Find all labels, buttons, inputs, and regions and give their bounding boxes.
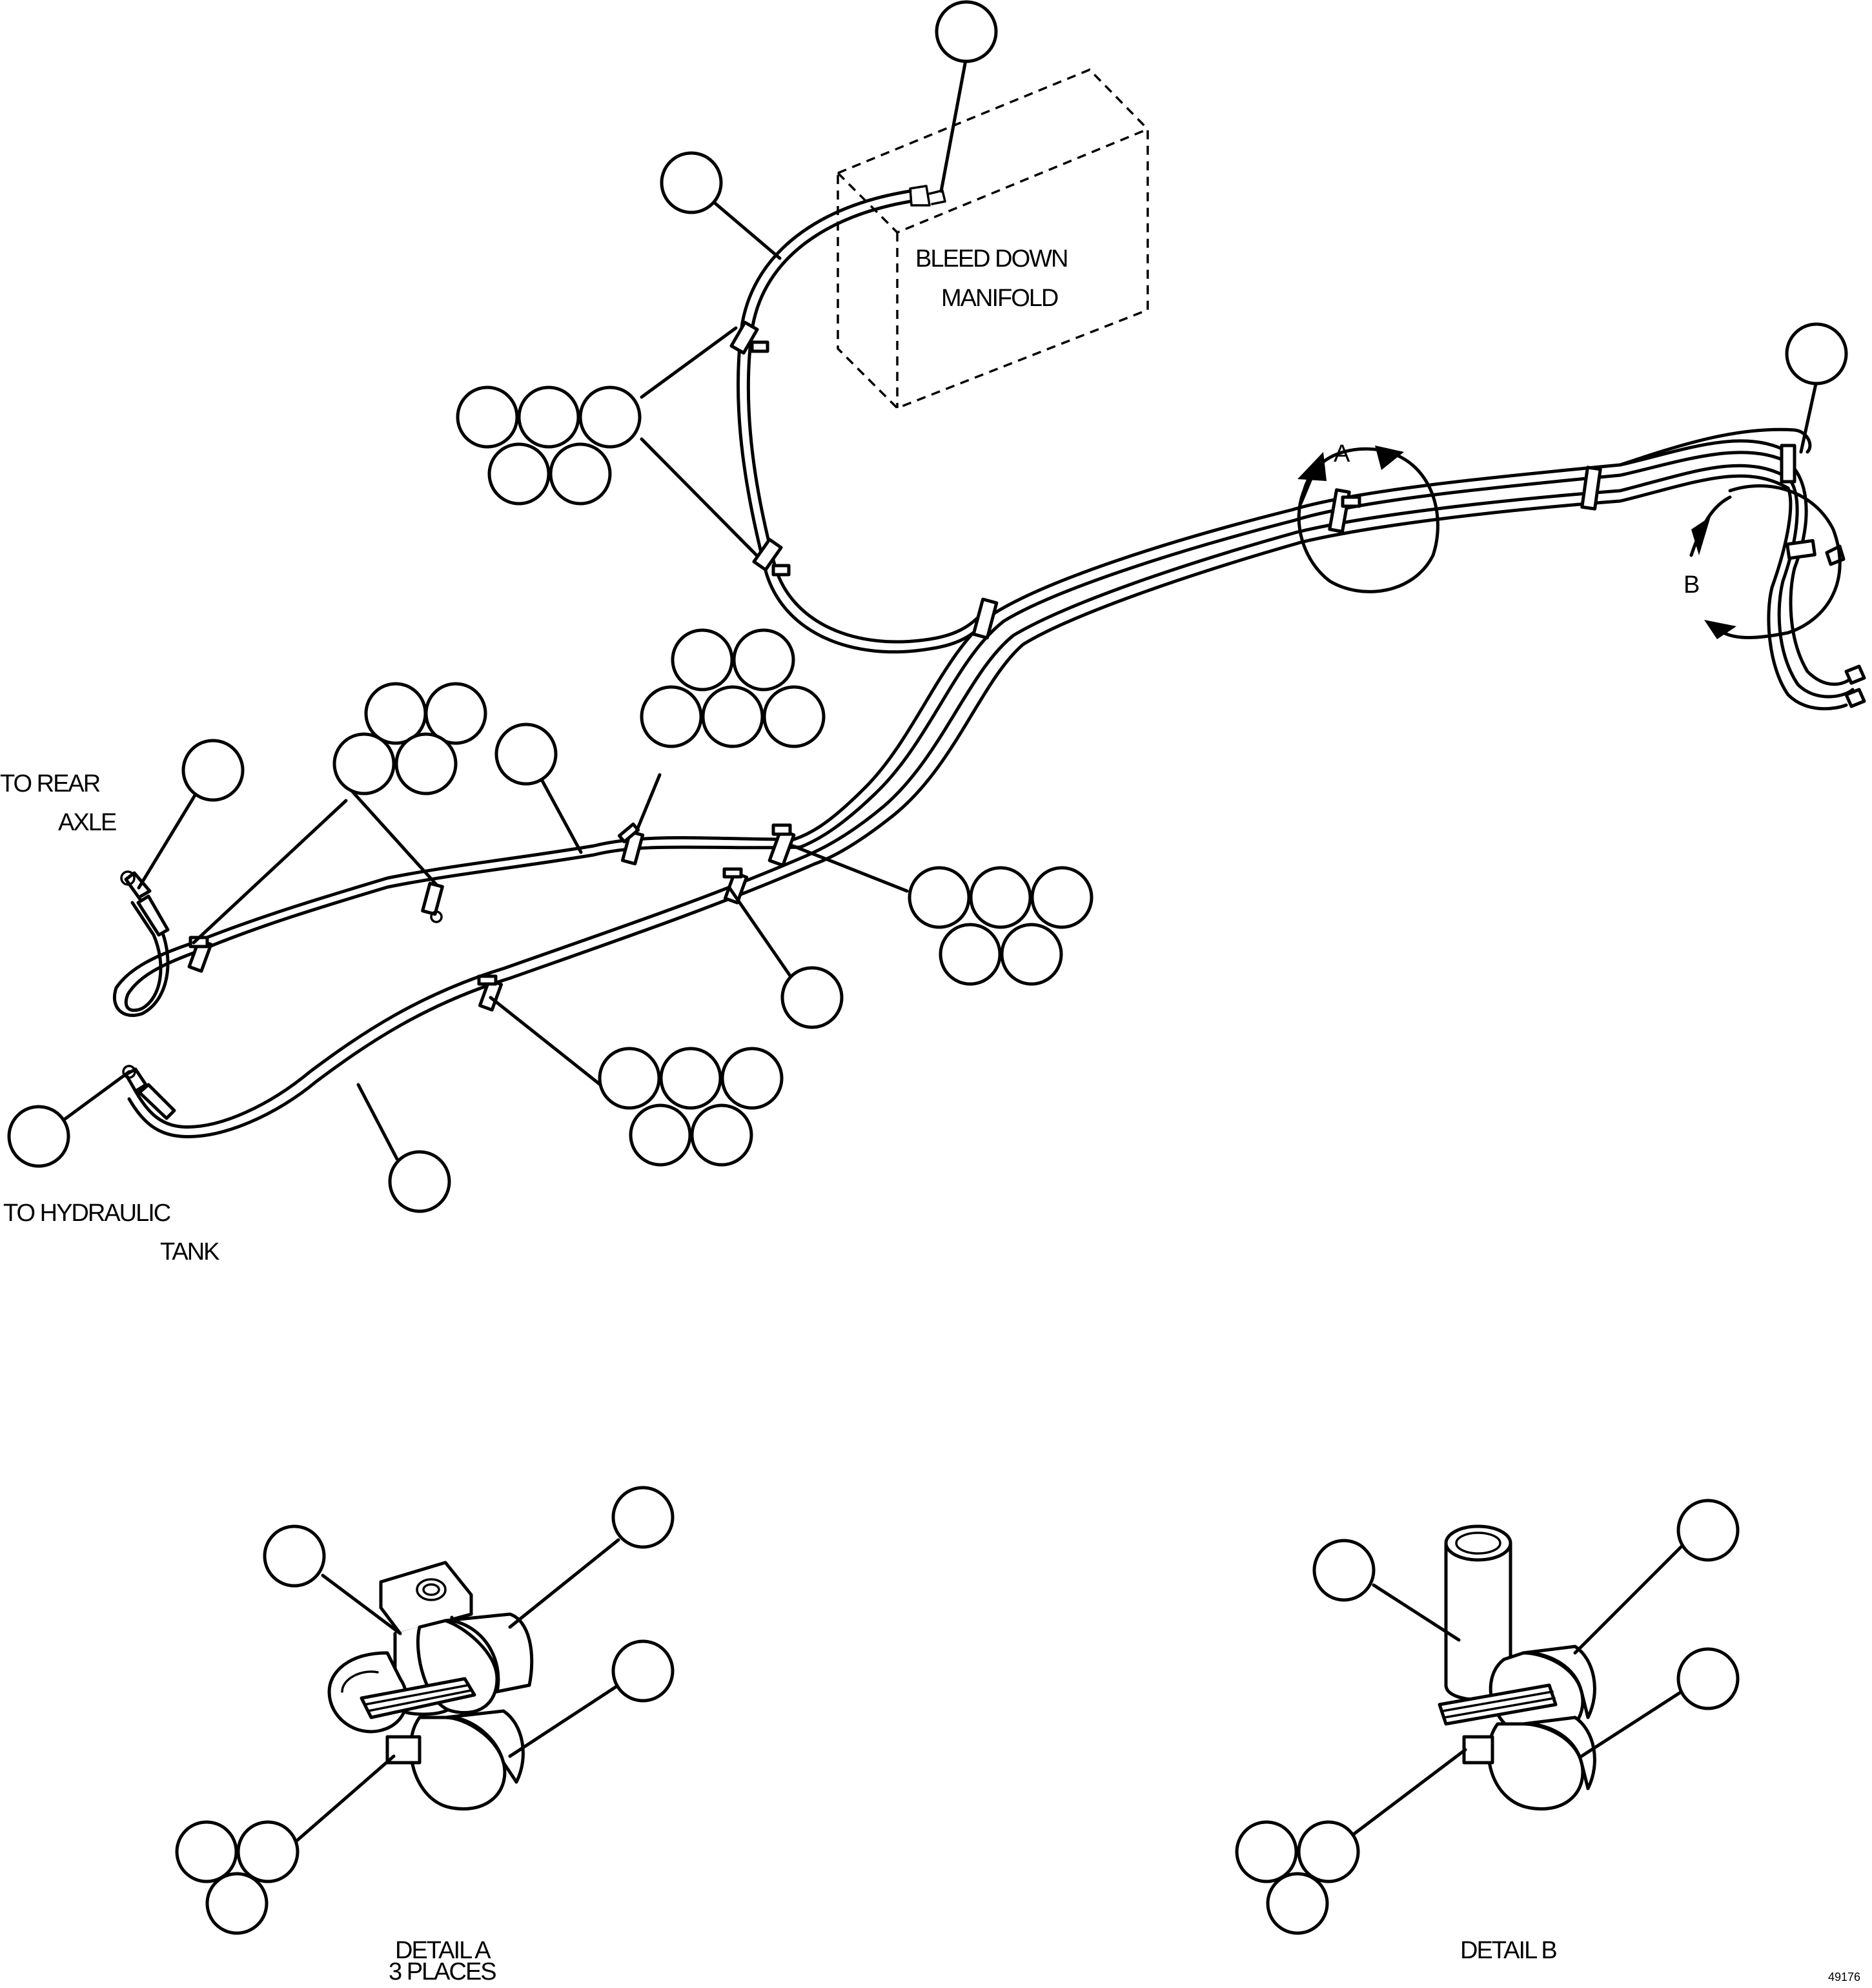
item-bubble bbox=[660, 151, 723, 214]
detail-a-places-label: 3 PLACES bbox=[389, 1958, 496, 1985]
item-bubble bbox=[732, 628, 795, 692]
item-bubble bbox=[424, 682, 487, 745]
clamp bbox=[768, 823, 796, 867]
clamp bbox=[729, 320, 769, 355]
item-bubble bbox=[517, 385, 580, 449]
detail-a-label: DETAIL A bbox=[395, 1937, 491, 1964]
drawing-number: 49176 bbox=[1828, 1971, 1860, 1983]
item-bubble bbox=[762, 685, 826, 748]
manifold-label: MANIFOLD bbox=[941, 285, 1058, 312]
item-bubble bbox=[690, 1103, 753, 1167]
item-bubble bbox=[598, 1047, 661, 1110]
item-bubble bbox=[578, 385, 642, 449]
clamp bbox=[722, 867, 749, 905]
detail-a-view: DETAIL A 3 PLACES bbox=[175, 1486, 675, 1985]
item-bubble bbox=[671, 628, 734, 692]
item-bubble bbox=[7, 1105, 70, 1168]
view-a-label: A bbox=[1334, 440, 1350, 467]
item-bubble bbox=[720, 1047, 784, 1110]
item-bubble bbox=[1312, 1539, 1376, 1602]
item-bubble bbox=[263, 1524, 326, 1588]
item-bubble bbox=[611, 1639, 675, 1703]
item-bubble bbox=[181, 739, 245, 802]
main-view-labels: BLEED DOWN MANIFOLD TO REAR AXLE TO HYDR… bbox=[0, 245, 1068, 1266]
clamp bbox=[421, 881, 444, 923]
item-bubble bbox=[611, 1486, 675, 1549]
detail-b-callout: B bbox=[1684, 484, 1842, 639]
clamp bbox=[1328, 488, 1361, 533]
detail-b-label: DETAIL B bbox=[1460, 1937, 1556, 1964]
hose-clamps bbox=[136, 320, 1816, 1120]
axle-label: AXLE bbox=[58, 809, 116, 836]
view-b-label: B bbox=[1684, 571, 1699, 599]
clamp bbox=[752, 537, 791, 577]
clamp bbox=[1580, 466, 1602, 511]
item-bubble bbox=[659, 1047, 722, 1110]
detail-b-view: DETAIL B bbox=[1235, 1499, 1740, 1964]
item-bubble bbox=[456, 385, 519, 449]
item-bubble bbox=[1266, 1872, 1329, 1935]
clamp bbox=[1786, 538, 1816, 560]
item-bubble bbox=[1000, 923, 1063, 986]
item-bubble bbox=[701, 685, 764, 748]
item-bubble bbox=[1676, 1499, 1740, 1562]
item-bubble bbox=[549, 442, 612, 506]
item-bubble bbox=[205, 1872, 269, 1935]
bleed-down-manifold-box bbox=[837, 68, 1149, 410]
item-bubble bbox=[1235, 1820, 1298, 1883]
clamp bbox=[972, 597, 999, 640]
to-hydraulic-label: TO HYDRAULIC bbox=[3, 1200, 170, 1227]
item-bubbles bbox=[7, 0, 1848, 1213]
hose-routes bbox=[112, 185, 1866, 1138]
item-bubble bbox=[1297, 1820, 1360, 1883]
item-bubble bbox=[939, 923, 1002, 986]
clamp bbox=[1780, 444, 1796, 484]
item-bubble bbox=[487, 442, 551, 506]
item-bubble bbox=[908, 866, 971, 929]
item-bubble bbox=[494, 722, 558, 786]
item-bubble bbox=[175, 1820, 238, 1883]
bleed-down-label: BLEED DOWN bbox=[915, 245, 1067, 272]
item-bubble bbox=[394, 732, 458, 795]
item-bubble bbox=[780, 966, 844, 1029]
item-bubble bbox=[1785, 322, 1848, 385]
item-bubble bbox=[629, 1103, 692, 1167]
item-bubble bbox=[969, 866, 1032, 929]
clamp bbox=[617, 822, 645, 866]
item-bubble bbox=[640, 685, 703, 748]
item-bubble bbox=[1030, 866, 1094, 929]
detail-a-callout: A bbox=[1297, 440, 1440, 593]
item-bubble bbox=[332, 732, 396, 795]
clamp bbox=[477, 974, 504, 1012]
item-bubble bbox=[935, 0, 998, 63]
item-bubble bbox=[236, 1820, 300, 1883]
to-rear-label: TO REAR bbox=[0, 770, 100, 797]
leader-lines bbox=[61, 55, 1818, 1161]
item-bubble bbox=[388, 1150, 451, 1213]
item-bubble bbox=[1676, 1647, 1740, 1710]
tank-label: TANK bbox=[160, 1238, 219, 1266]
